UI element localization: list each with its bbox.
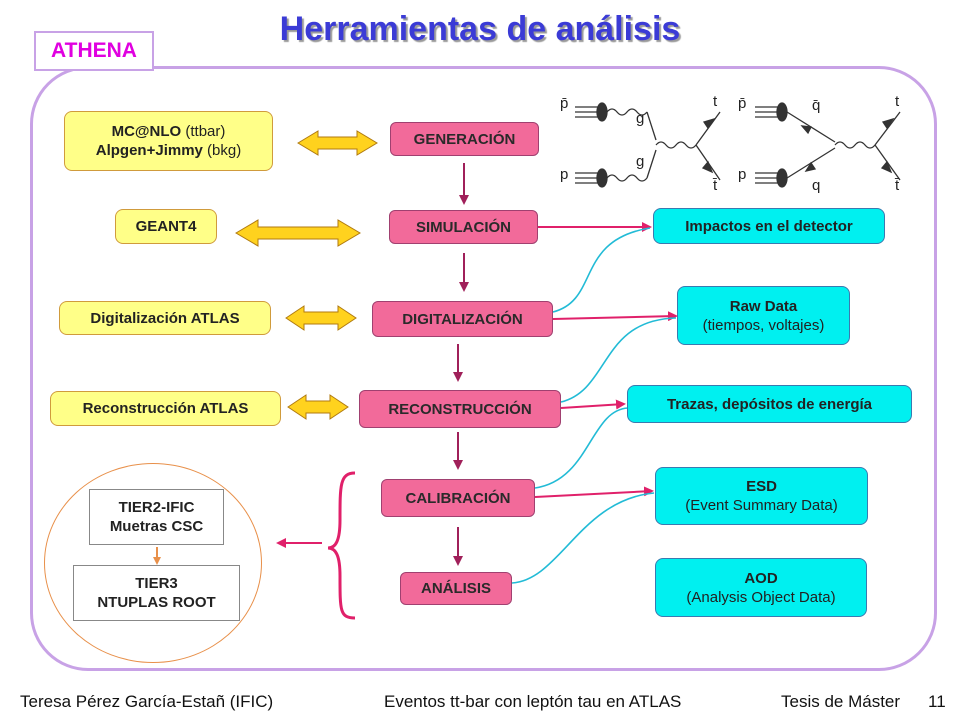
tier-circle <box>44 463 262 663</box>
feynman-qq-diagram <box>755 102 901 188</box>
step-reconstruccion: RECONSTRUCCIÓN <box>359 390 561 428</box>
feynman-left-tbar: t̄ <box>712 177 718 194</box>
curve-cal-trazas <box>534 407 629 489</box>
footer-topic: Eventos tt-bar con leptón tau en ATLAS <box>384 692 682 711</box>
feynman-right-pbar: p̄ <box>738 95 746 112</box>
feynman-right-p: p <box>738 166 746 183</box>
mcnlo-note: (ttbar) <box>181 123 226 140</box>
tool-geant4-box: GEANT4 <box>115 209 217 244</box>
esd-subtitle: (Event Summary Data) <box>685 497 838 514</box>
athena-label: ATHENA <box>34 31 154 71</box>
feynman-left-pbar: p̄ <box>560 95 568 112</box>
raw-data-title: Raw Data <box>729 297 798 315</box>
double-arrow-simulacion <box>235 219 361 247</box>
tier2-line2: Muetras CSC <box>109 518 204 535</box>
output-trazas: Trazas, depósitos de energía <box>627 385 912 423</box>
feynman-left-t: t <box>713 93 718 110</box>
feynman-right-t: t <box>895 93 900 110</box>
arrow-dig-raw <box>552 311 678 322</box>
feynman-right-tbar: t̄ <box>894 177 900 194</box>
esd-title: ESD <box>746 478 777 495</box>
arrow-cal-esd <box>534 486 654 498</box>
mcnlo-label: MC@NLO <box>111 123 182 140</box>
brace-icon <box>327 471 356 620</box>
curve-dig-impactos <box>552 227 651 313</box>
output-impactos: Impactos en el detector <box>653 208 885 244</box>
arrow-rec-trazas <box>560 399 626 410</box>
feynman-gg-diagram <box>575 102 721 188</box>
footer-thesis: Tesis de Máster <box>781 692 901 711</box>
double-arrow-digitalizacion <box>285 305 357 331</box>
tier2-box: TIER2-IFIC Muetras CSC <box>89 489 224 545</box>
aod-subtitle: (Analysis Object Data) <box>686 588 836 606</box>
feynman-left-g-top: g <box>636 110 644 127</box>
footer-author: Teresa Pérez García-Estañ (IFIC) <box>20 692 274 711</box>
double-arrow-reconstruccion <box>287 394 349 420</box>
alpgen-label: Alpgen+Jimmy <box>95 142 203 159</box>
alpgen-note: (bkg) <box>202 142 242 159</box>
feynman-left-g-bottom: g <box>636 153 644 170</box>
raw-data-subtitle: (tiempos, voltajes) <box>702 316 825 334</box>
output-esd: ESD (Event Summary Data) <box>655 467 868 525</box>
step-digitalizacion: DIGITALIZACIÓN <box>372 301 553 337</box>
feynman-right-qbar: q̄ <box>812 97 820 114</box>
slide-title: Herramientas de análisis <box>279 10 681 48</box>
output-aod: AOD (Analysis Object Data) <box>655 558 867 617</box>
curve-rec-raw <box>560 317 677 403</box>
athena-frame <box>30 66 937 671</box>
feynman-right-q: q <box>812 177 820 194</box>
tier2-line1: TIER2-IFIC <box>118 499 195 516</box>
output-raw-data: Raw Data (tiempos, voltajes) <box>677 286 850 345</box>
tier3-line2: NTUPLAS ROOT <box>97 594 216 611</box>
tier3-line1: TIER3 <box>135 575 178 592</box>
tool-generators-box: MC@NLO (ttbar) Alpgen+Jimmy (bkg) <box>64 111 273 171</box>
step-analisis: ANÁLISIS <box>400 572 512 605</box>
step-simulacion: SIMULACIÓN <box>389 210 538 244</box>
tool-reconstruccion-box: Reconstrucción ATLAS <box>50 391 281 426</box>
footer-page-number: 11 <box>928 692 946 711</box>
feynman-left-p: p <box>560 166 568 183</box>
tool-digitalizacion-box: Digitalización ATLAS <box>59 301 271 335</box>
curve-ana-esd <box>511 492 655 584</box>
tier3-box: TIER3 NTUPLAS ROOT <box>73 565 240 621</box>
step-calibracion: CALIBRACIÓN <box>381 479 535 517</box>
aod-title: AOD <box>744 569 778 587</box>
step-generacion: GENERACIÓN <box>390 122 539 156</box>
double-arrow-generacion <box>297 130 378 156</box>
